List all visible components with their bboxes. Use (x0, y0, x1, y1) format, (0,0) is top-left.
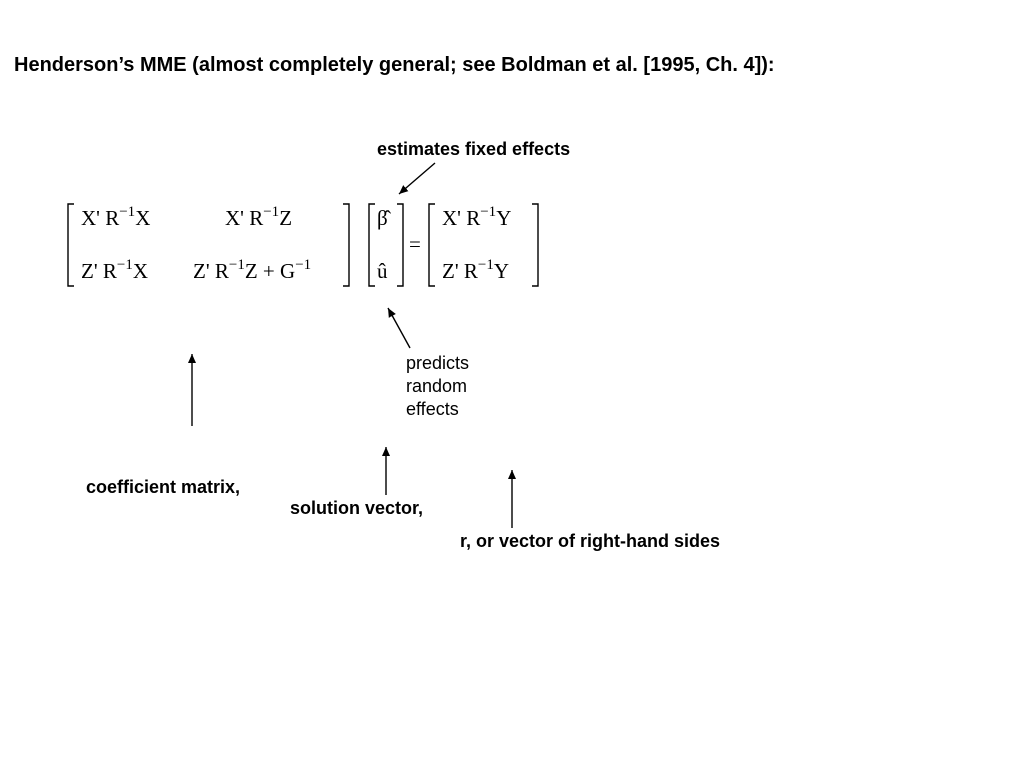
coef-r1c2: X' R−1Z (225, 204, 293, 231)
label-predicts-line-2: random (406, 376, 468, 396)
equals-sign: = (409, 232, 421, 256)
sol-right-bracket (397, 203, 404, 287)
solution-u-hat: û (377, 259, 388, 283)
rhs-right-bracket (532, 203, 539, 287)
label-estimates-fixed-effects: estimates fixed effects (377, 139, 571, 159)
label-predicts-line-1: predicts (406, 353, 470, 373)
page-title: Henderson’s MME (almost completely gener… (14, 54, 775, 76)
label-predicts-random-effects: predicts random effects (406, 352, 469, 421)
solution-beta-hat: β̂ (377, 206, 388, 230)
arrow-predicts (387, 307, 411, 349)
label-predicts-line-3: effects (406, 399, 459, 419)
rhs-r1: X' R−1Y (442, 204, 512, 231)
label-rhs-vector: r, or vector of right-hand sides (460, 531, 721, 551)
arrow-estimates (398, 162, 436, 195)
coef-r1c1: X' R−1X (81, 204, 151, 231)
sol-left-bracket (368, 203, 375, 287)
label-coefficient-matrix: coefficient matrix, (86, 477, 241, 497)
rhs-left-bracket (428, 203, 435, 287)
label-solution-vector: solution vector, (290, 498, 424, 518)
coef-right-bracket (343, 203, 350, 287)
coef-left-bracket (67, 203, 74, 287)
rhs-r2: Z' R−1Y (442, 257, 510, 284)
coef-r2c2: Z' R−1Z + G−1 (193, 257, 312, 284)
coef-r2c1: Z' R−1X (81, 257, 149, 284)
